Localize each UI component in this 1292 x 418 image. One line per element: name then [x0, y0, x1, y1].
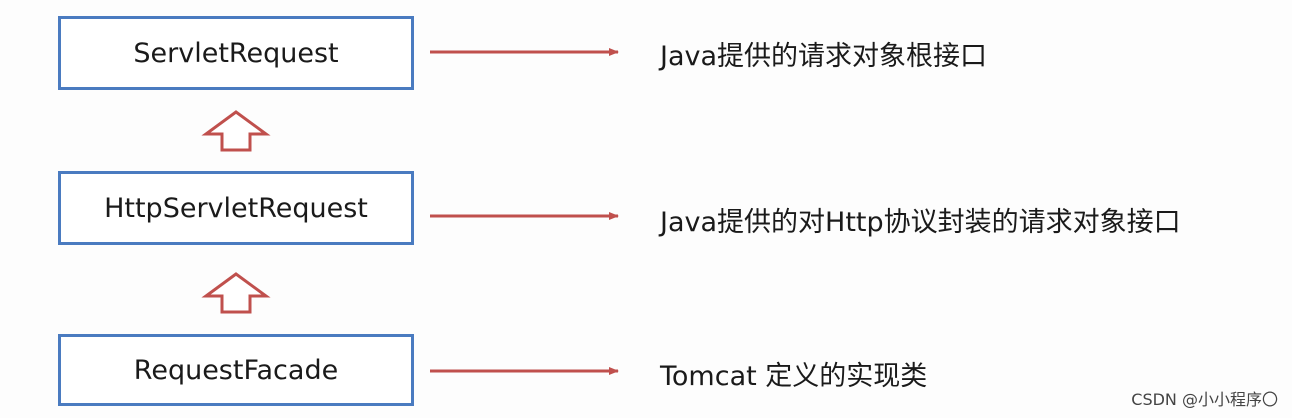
servlet-request-description: Java提供的请求对象根接口	[660, 41, 988, 72]
request-facade-box: RequestFacade	[58, 334, 414, 406]
inherit-up-arrow-icon-2	[201, 272, 271, 314]
servlet-request-label: ServletRequest	[133, 37, 339, 69]
http-servlet-request-description: Java提供的对Http协议封装的请求对象接口	[660, 207, 1181, 238]
http-servlet-request-label: HttpServletRequest	[104, 192, 368, 224]
request-facade-label: RequestFacade	[133, 354, 339, 386]
servlet-request-box: ServletRequest	[58, 16, 414, 90]
csdn-watermark: CSDN @小小程序〇	[1131, 390, 1278, 409]
inherit-up-arrow-icon-1	[201, 110, 271, 152]
http-servlet-request-box: HttpServletRequest	[58, 171, 414, 245]
request-facade-description: Tomcat 定义的实现类	[660, 361, 928, 392]
